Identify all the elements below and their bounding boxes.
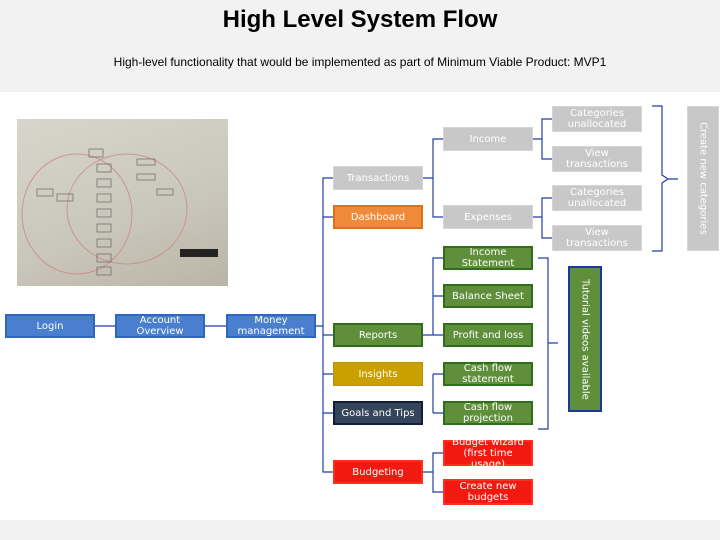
- budget-wizard-node: Budget wizard (first time usage): [443, 437, 533, 470]
- login-node: Login: [5, 314, 95, 338]
- whiteboard-sketch: [21, 148, 218, 276]
- profit-loss-node: Profit and loss: [443, 323, 533, 347]
- page-title: High Level System Flow: [222, 6, 498, 33]
- income-categories-unallocated-node: Categories unallocated: [552, 106, 642, 132]
- income-view-transactions-node: View transactions: [552, 146, 642, 172]
- income-statement-node: Income Statement: [443, 246, 533, 270]
- reports-node: Reports: [333, 323, 423, 347]
- expenses-view-transactions-node: View transactions: [552, 225, 642, 251]
- dashboard-node: Dashboard: [333, 205, 423, 229]
- money-management-node: Money management: [226, 314, 316, 338]
- account-overview-node: Account Overview: [115, 314, 205, 338]
- income-node: Income: [443, 127, 533, 151]
- page-subtitle: High-level functionality that would be i…: [113, 55, 607, 69]
- expenses-categories-unallocated-node: Categories unallocated: [552, 185, 642, 211]
- budgeting-node: Budgeting: [333, 460, 423, 484]
- whiteboard-photo: [17, 119, 228, 286]
- create-new-budgets-node: Create new budgets: [443, 479, 533, 505]
- expenses-node: Expenses: [443, 205, 533, 229]
- create-new-categories-node: Create new categories: [687, 106, 719, 251]
- cash-flow-statement-node: Cash flow statement: [443, 362, 533, 386]
- insights-node: Insights: [333, 362, 423, 386]
- goals-tips-node: Goals and Tips: [333, 401, 423, 425]
- transactions-node: Transactions: [333, 166, 423, 190]
- tutorial-videos-node: Tutorial videos available: [568, 266, 602, 412]
- balance-sheet-node: Balance Sheet: [443, 284, 533, 308]
- cash-flow-projection-node: Cash flow projection: [443, 401, 533, 425]
